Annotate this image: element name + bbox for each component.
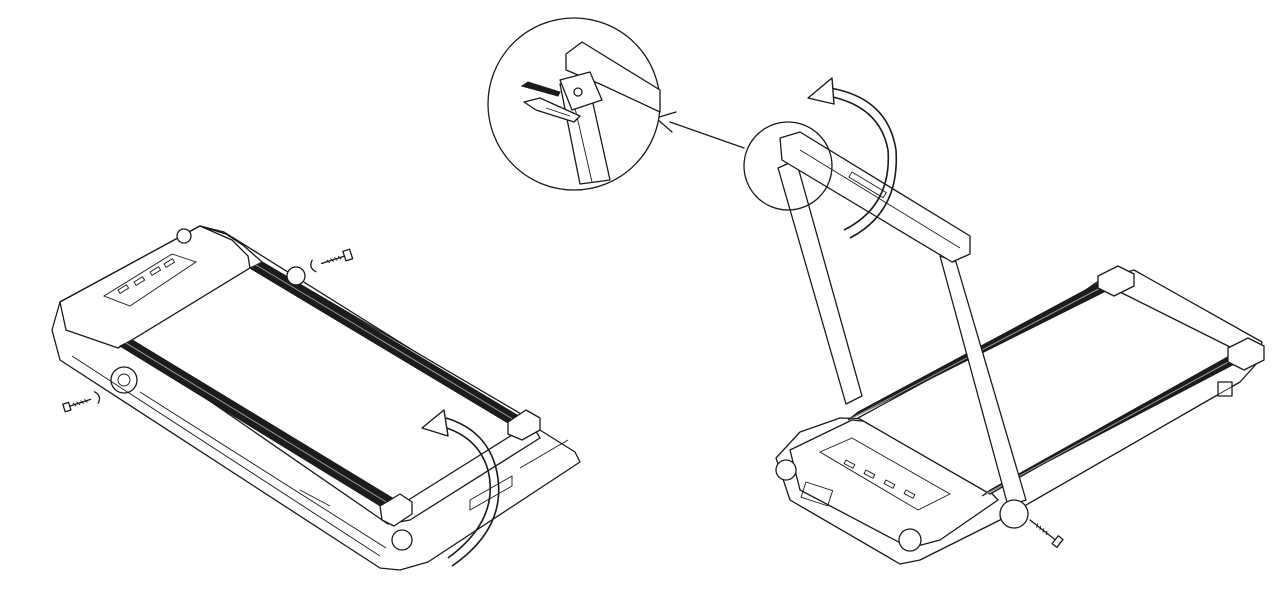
console-buttons [844,460,915,498]
hinge-knob [1000,500,1028,528]
magnifier-icon [744,122,832,210]
wheel-front [111,367,137,393]
console-buttons [118,259,175,294]
console-panel [820,438,950,510]
detail-handle-bar [566,42,660,112]
knob-far [287,267,305,285]
rotate-arrow-icon [808,78,896,238]
screw-icon [62,391,101,414]
console-panel [104,254,196,306]
wheel-left [776,460,796,480]
rotate-arrow-icon [422,410,499,566]
wheel-rear-near [392,530,412,550]
end-cap-far [1098,266,1134,296]
unfolded-treadmill [776,132,1264,564]
end-cap-near [380,494,412,526]
wheel-front [899,529,921,551]
detail-tool-icon [522,82,560,96]
screw-icon [1027,516,1063,547]
end-cap-near [1228,338,1264,370]
knob-top [177,229,191,243]
end-cap-far [508,410,540,440]
display-window [801,482,833,506]
folded-treadmill [52,226,580,570]
detail-callout [488,18,660,190]
handle-bar [780,132,970,262]
pointer-arrow-icon [656,112,744,148]
screw-icon [309,248,353,272]
handle-controls [849,172,886,198]
